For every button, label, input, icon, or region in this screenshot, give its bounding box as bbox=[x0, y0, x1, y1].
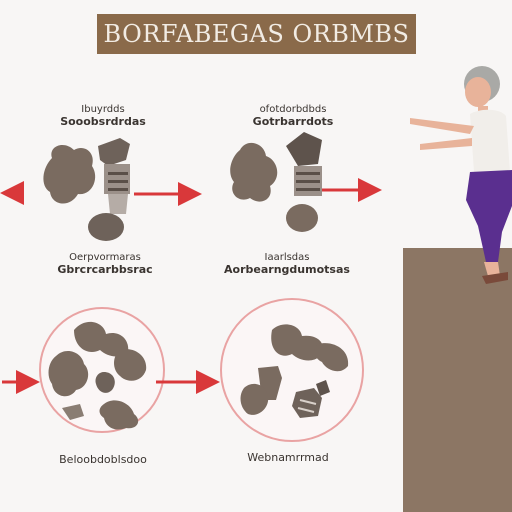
face bbox=[465, 77, 491, 107]
bone-fragments-bottom-left bbox=[48, 321, 147, 430]
platform-block bbox=[403, 248, 512, 512]
label-top-middle-line2: Gotrbarrdots bbox=[252, 115, 334, 128]
label-top-middle: ofotdorbdbds Gotrbarrdots bbox=[232, 104, 354, 128]
label-mid-middle-line1: Iaarlsdas bbox=[264, 252, 310, 263]
bone-fragments-bottom-middle bbox=[240, 324, 349, 418]
arm-upper bbox=[410, 118, 474, 134]
label-bottom-middle: Webnamrrmad bbox=[247, 451, 329, 464]
label-top-left: Ibuyrdds Sooobsrdrdas bbox=[48, 104, 158, 128]
label-mid-middle-line2: Aorbearngdumotsas bbox=[224, 263, 350, 276]
label-top-middle-line1: ofotdorbdbds bbox=[259, 104, 327, 115]
label-top-left-line2: Sooobsrdrdas bbox=[60, 115, 146, 128]
circle-bottom-left bbox=[39, 307, 165, 433]
bone-cluster-top-middle bbox=[230, 132, 322, 232]
pants bbox=[466, 170, 512, 262]
diagram-title: BORFABEGAS ORBMBS bbox=[97, 14, 416, 54]
label-mid-left-line2: Gbrcrcarbbsrac bbox=[57, 263, 153, 276]
label-bottom-left: Beloobdoblsdoo bbox=[59, 453, 147, 466]
shoe bbox=[482, 272, 508, 284]
label-mid-middle: Iaarlsdas Aorbearngdumotsas bbox=[212, 252, 362, 276]
arm-lower bbox=[420, 138, 472, 150]
shirt bbox=[470, 109, 510, 172]
bone-cluster-top-left bbox=[43, 138, 130, 241]
label-top-left-line1: Ibuyrdds bbox=[81, 104, 125, 115]
label-mid-left: Oerpvormaras Gbrcrcarbbsrac bbox=[40, 252, 170, 276]
elderly-person-figure bbox=[410, 66, 512, 284]
label-mid-left-line1: Oerpvormaras bbox=[69, 252, 141, 263]
